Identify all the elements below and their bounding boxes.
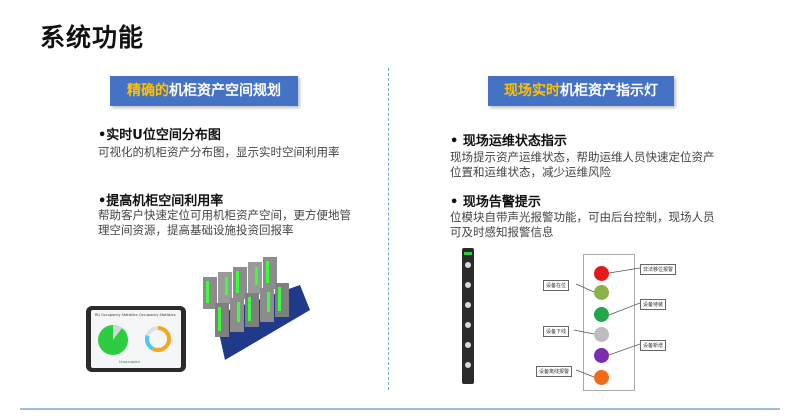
strip-indicator <box>465 322 471 328</box>
left-banner-text: 机柜资产空间规划 <box>169 83 281 99</box>
strip-tag <box>464 252 472 255</box>
indicator-panel <box>583 254 635 391</box>
led-label-pending: 设备待装 <box>640 299 667 310</box>
led-purple <box>594 348 609 363</box>
left-section-banner: 精确的机柜资产空间规划 <box>110 76 298 106</box>
left-point-1-desc: 可视化的机柜资产分布图，显示实时空间利用率 <box>98 145 340 159</box>
occupancy-pie-chart <box>98 325 128 355</box>
led-orange <box>594 370 609 385</box>
strip-indicator <box>465 302 471 308</box>
rack-3d-illustration <box>203 257 310 360</box>
right-point-1-desc: 现场提示资产运维状态，帮助运维人员快速定位资产位置和运维状态，减少运维风险 <box>450 150 715 179</box>
strip-indicator <box>465 282 471 288</box>
right-banner-highlight: 现场实时 <box>504 83 560 99</box>
strip-indicator <box>465 262 471 268</box>
left-point-2-desc: 帮助客户快速定位可用机柜资产空间，更方便地管理空间资源，提高基础设施投资回报率 <box>98 208 351 237</box>
led-label-offline-alarm: 设备离线报警 <box>536 366 573 377</box>
left-banner-highlight: 精确的 <box>127 83 169 99</box>
led-light-green <box>594 285 609 300</box>
left-point-2-title: •提高机柜空间利用率 <box>98 194 224 209</box>
tablet-screen: RU Occupancy Statistics Occupancy Statis… <box>91 310 181 368</box>
tablet-panel-2-title: Occupancy Statistics <box>139 313 176 317</box>
led-label-offline: 设备下线 <box>543 326 570 337</box>
led-label-illegal-move: 非法移位报警 <box>640 264 677 275</box>
column-divider <box>388 68 389 390</box>
occupancy-donut-chart <box>145 326 171 352</box>
right-point-2-title: • 现场告警提示 <box>450 195 541 210</box>
strip-indicator <box>465 342 471 348</box>
right-point-2-desc: 位模块自带声光报警功能，可由后台控制，现场人员可及时感知报警信息 <box>450 210 715 239</box>
tablet-panel-1-title: RU Occupancy Statistics <box>95 313 138 317</box>
led-label-in-place: 设备在位 <box>543 280 570 291</box>
right-point-1-title: • 现场运维状态指示 <box>450 134 567 149</box>
tablet-device: RU Occupancy Statistics Occupancy Statis… <box>86 306 186 372</box>
led-gray <box>594 327 609 342</box>
page-title: 系统功能 <box>40 23 145 52</box>
tablet-legend: Unoccupied <box>119 360 140 364</box>
bottom-rule <box>20 408 780 410</box>
led-green <box>594 307 609 322</box>
left-point-1-title: •实时U位空间分布图 <box>98 128 221 143</box>
right-section-banner: 现场实时机柜资产指示灯 <box>488 76 674 106</box>
strip-indicator <box>465 362 471 368</box>
led-label-new: 设备新增 <box>640 340 667 351</box>
led-strip-device <box>462 248 474 384</box>
led-red <box>594 266 609 281</box>
right-banner-text: 机柜资产指示灯 <box>560 83 658 99</box>
